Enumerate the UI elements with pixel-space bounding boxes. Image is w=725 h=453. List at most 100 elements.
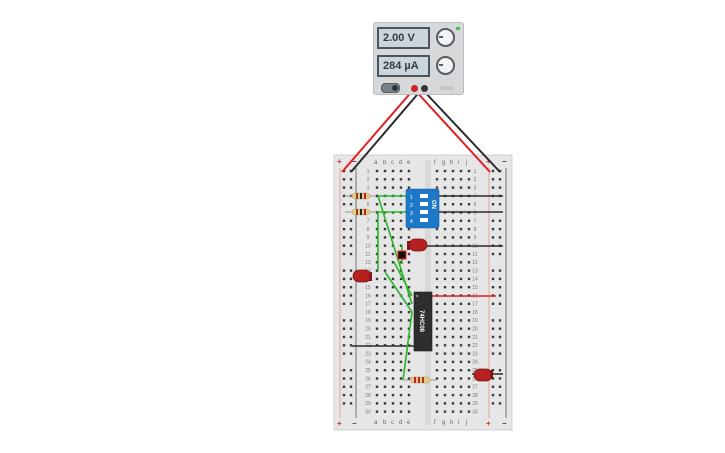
breadboard-hole[interactable] — [399, 178, 403, 181]
breadboard-hole[interactable] — [383, 335, 387, 339]
breadboard-hole[interactable] — [407, 319, 411, 322]
breadboard-hole[interactable] — [407, 402, 411, 405]
breadboard-hole[interactable] — [451, 169, 455, 173]
breadboard-hole[interactable] — [383, 227, 387, 231]
rail-hole[interactable] — [342, 194, 346, 198]
breadboard-hole[interactable] — [435, 360, 439, 364]
breadboard-hole[interactable] — [435, 402, 439, 405]
breadboard-hole[interactable] — [399, 369, 403, 372]
breadboard-hole[interactable] — [459, 236, 463, 239]
breadboard-hole[interactable] — [391, 286, 395, 289]
breadboard-hole[interactable] — [383, 377, 387, 380]
supply-lead-black-left[interactable] — [350, 88, 423, 173]
resistor[interactable] — [345, 192, 376, 200]
rail-hole[interactable] — [349, 327, 353, 330]
breadboard-hole[interactable] — [451, 335, 455, 339]
breadboard-hole[interactable] — [443, 178, 447, 181]
breadboard-hole[interactable] — [451, 393, 455, 397]
breadboard-hole[interactable] — [443, 369, 447, 372]
rail-hole[interactable] — [342, 319, 346, 322]
breadboard-hole[interactable] — [407, 360, 411, 364]
breadboard-hole[interactable] — [407, 410, 411, 413]
rail-hole[interactable] — [498, 385, 502, 388]
rail-hole[interactable] — [342, 369, 346, 372]
breadboard-hole[interactable] — [383, 236, 387, 239]
rail-hole[interactable] — [349, 319, 353, 322]
breadboard-hole[interactable] — [375, 385, 379, 388]
breadboard-hole[interactable] — [375, 261, 379, 264]
rail-hole[interactable] — [491, 402, 495, 405]
rail-hole[interactable] — [342, 252, 346, 256]
breadboard-hole[interactable] — [399, 410, 403, 413]
breadboard-hole[interactable] — [383, 410, 387, 413]
breadboard-hole[interactable] — [459, 352, 463, 355]
breadboard-hole[interactable] — [407, 352, 411, 355]
dip-toggle-1[interactable] — [416, 194, 428, 198]
rail-hole[interactable] — [342, 277, 346, 281]
rail-hole[interactable] — [491, 327, 495, 330]
rail-hole[interactable] — [342, 269, 346, 272]
rail-hole[interactable] — [491, 269, 495, 272]
breadboard-hole[interactable] — [375, 244, 379, 247]
breadboard-hole[interactable] — [383, 203, 387, 206]
rail-hole[interactable] — [342, 236, 346, 239]
breadboard-hole[interactable] — [435, 335, 439, 339]
breadboard-hole[interactable] — [375, 186, 379, 189]
breadboard-hole[interactable] — [451, 327, 455, 330]
breadboard-hole[interactable] — [443, 277, 447, 281]
rail-hole[interactable] — [498, 294, 502, 297]
led-red[interactable] — [352, 269, 372, 283]
breadboard-hole[interactable] — [399, 402, 403, 405]
breadboard-hole[interactable] — [391, 352, 395, 355]
breadboard-hole[interactable] — [451, 377, 455, 380]
led-red[interactable] — [473, 368, 493, 382]
breadboard-hole[interactable] — [451, 352, 455, 355]
breadboard-hole[interactable] — [435, 227, 439, 231]
rail-hole[interactable] — [342, 352, 346, 355]
breadboard-hole[interactable] — [435, 319, 439, 322]
breadboard-hole[interactable] — [467, 335, 471, 339]
rail-hole[interactable] — [498, 377, 502, 380]
rail-hole[interactable] — [498, 393, 502, 397]
breadboard-hole[interactable] — [375, 294, 379, 297]
rail-hole[interactable] — [349, 227, 353, 231]
breadboard-hole[interactable] — [467, 319, 471, 322]
breadboard-hole[interactable] — [399, 219, 403, 222]
breadboard-hole[interactable] — [443, 286, 447, 289]
breadboard-hole[interactable] — [467, 393, 471, 397]
breadboard-hole[interactable] — [375, 227, 379, 231]
current-knob[interactable] — [436, 56, 455, 75]
rail-hole[interactable] — [342, 402, 346, 405]
rail-hole[interactable] — [498, 369, 502, 372]
rail-hole[interactable] — [349, 269, 353, 272]
breadboard-hole[interactable] — [399, 385, 403, 388]
breadboard-hole[interactable] — [459, 219, 463, 222]
breadboard-hole[interactable] — [459, 310, 463, 314]
breadboard-hole[interactable] — [435, 186, 439, 189]
rail-hole[interactable] — [349, 369, 353, 372]
breadboard-hole[interactable] — [375, 269, 379, 272]
breadboard-hole[interactable] — [391, 319, 395, 322]
dip-toggle-3[interactable] — [416, 210, 428, 214]
breadboard-hole[interactable] — [443, 393, 447, 397]
breadboard-hole[interactable] — [451, 402, 455, 405]
breadboard-hole[interactable] — [375, 335, 379, 339]
rail-hole[interactable] — [342, 286, 346, 289]
rail-hole[interactable] — [349, 244, 353, 247]
rail-hole[interactable] — [498, 186, 502, 189]
breadboard-hole[interactable] — [383, 277, 387, 281]
breadboard-hole[interactable] — [407, 377, 411, 380]
breadboard-hole[interactable] — [375, 169, 379, 173]
breadboard-hole[interactable] — [383, 261, 387, 264]
rail-hole[interactable] — [491, 203, 495, 206]
breadboard-hole[interactable] — [451, 186, 455, 189]
breadboard-hole[interactable] — [399, 393, 403, 397]
breadboard-hole[interactable] — [459, 227, 463, 231]
breadboard-hole[interactable] — [451, 360, 455, 364]
breadboard-hole[interactable] — [407, 186, 411, 189]
rail-hole[interactable] — [491, 335, 495, 339]
rail-hole[interactable] — [342, 294, 346, 297]
breadboard-hole[interactable] — [467, 269, 471, 272]
rail-hole[interactable] — [349, 286, 353, 289]
